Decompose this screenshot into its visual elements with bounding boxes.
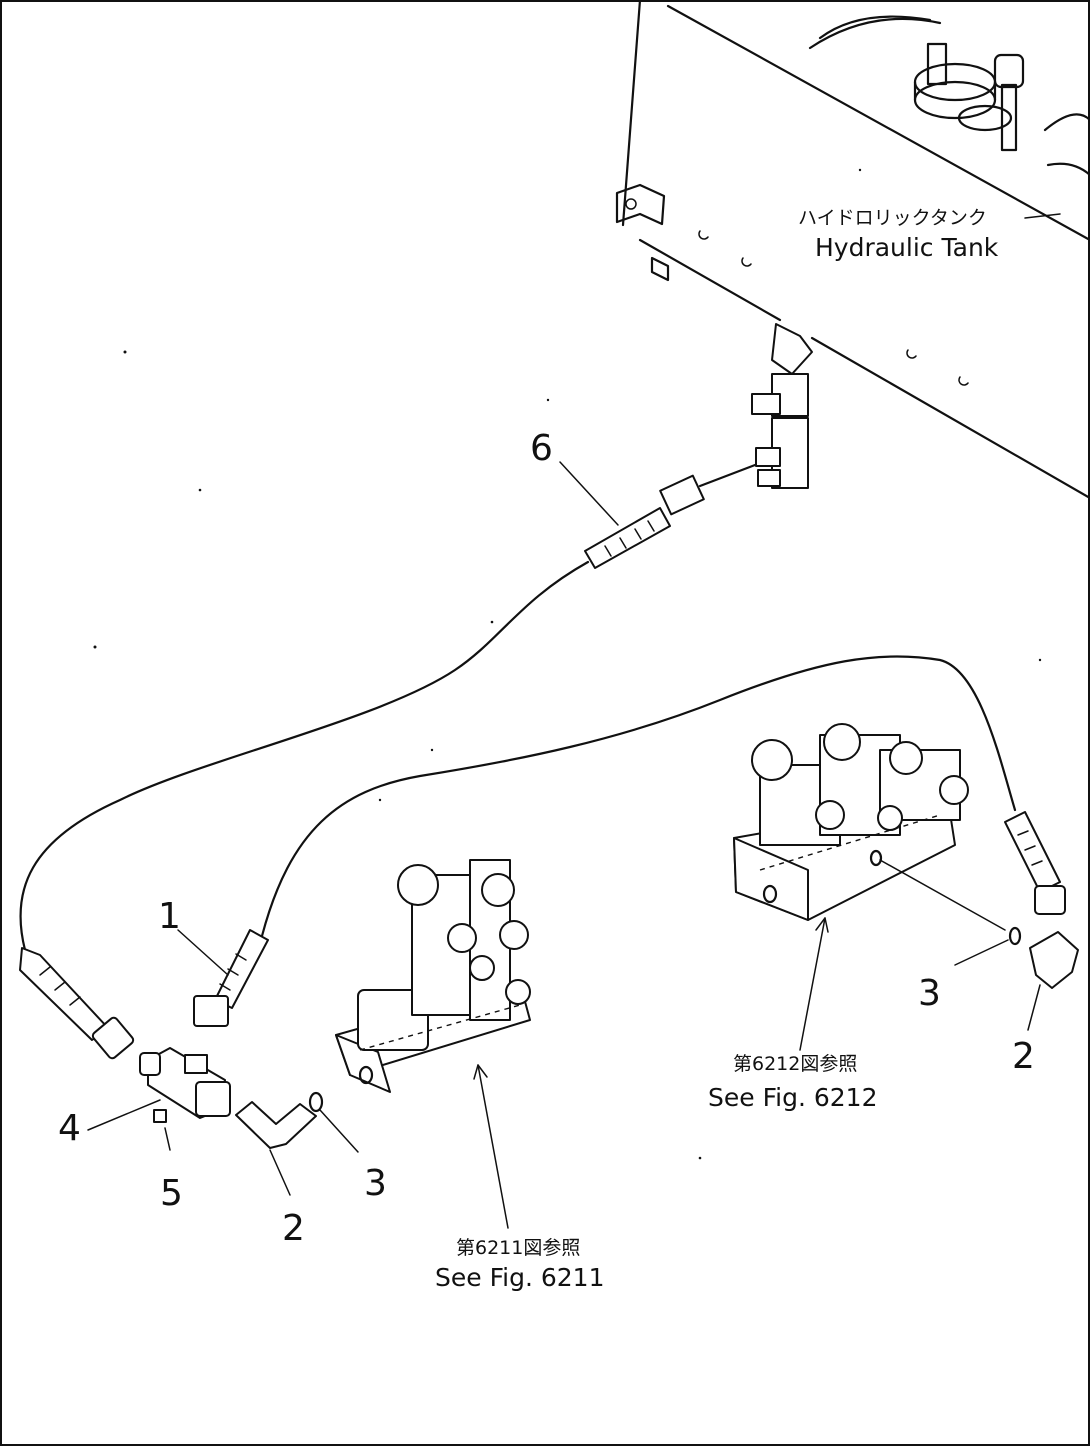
hydraulic-tank (615, 0, 1090, 500)
ref-6212-jp: 第6212図参照 (733, 1053, 857, 1075)
callout-part-3-right: 3 (918, 973, 941, 1014)
hose-6 (19, 463, 757, 952)
tank-leader-line (1024, 213, 1061, 219)
hose-1-right-end (1004, 811, 1066, 915)
ref-6211-jp: 第6211図参照 (456, 1237, 580, 1259)
ref-6212-en: See Fig. 6212 (708, 1083, 877, 1112)
elbow-right (1008, 926, 1079, 989)
callout-part-4: 4 (58, 1108, 81, 1149)
callout-part-2-right: 2 (1012, 1036, 1035, 1077)
leader-lines (87, 461, 1041, 1229)
hose-1 (193, 655, 1017, 1027)
callout-part-6: 6 (530, 428, 553, 469)
callout-part-2-left: 2 (282, 1208, 305, 1249)
left-valve-block (335, 859, 531, 1093)
tank-outlet-valve (751, 323, 813, 489)
scan-speckles (93, 168, 1042, 1160)
right-valve-block (733, 723, 969, 921)
tank-label-en: Hydraulic Tank (815, 233, 999, 262)
ref-6211-en: See Fig. 6211 (435, 1263, 604, 1292)
tank-label-jp: ハイドロリックタンク (798, 207, 987, 229)
callout-part-5: 5 (160, 1173, 183, 1214)
callout-part-3-left: 3 (364, 1163, 387, 1204)
hose-6-end-fitting (19, 947, 135, 1060)
tee-fitting (139, 1047, 231, 1123)
callout-part-1: 1 (158, 896, 181, 937)
elbow-left (235, 1091, 324, 1149)
